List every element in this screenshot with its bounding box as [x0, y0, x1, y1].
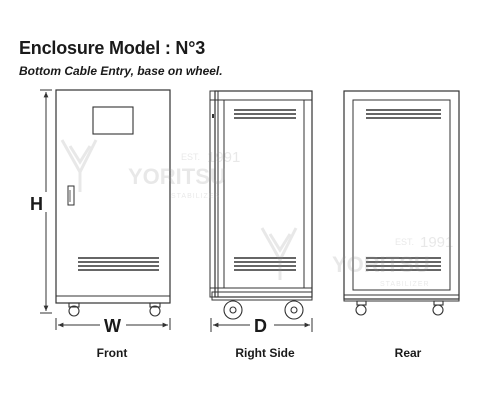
height-label: H — [30, 194, 43, 214]
rear-wheel-left — [355, 300, 367, 316]
rear-vent-grille-top — [366, 109, 441, 119]
side-vent-grille-bottom — [234, 257, 296, 271]
page-subtitle: Bottom Cable Entry, base on wheel. — [19, 64, 223, 78]
svg-text:EST.: EST. — [395, 237, 414, 247]
width-dimension — [55, 318, 171, 330]
rear-panel — [352, 99, 451, 291]
side-base — [211, 291, 313, 301]
rear-view-label: Rear — [395, 346, 422, 360]
front-view — [55, 89, 171, 317]
svg-text:STABILIZER: STABILIZER — [380, 281, 430, 288]
front-door-handle — [67, 185, 75, 206]
right-side-view — [209, 90, 313, 320]
depth-label: D — [254, 316, 267, 336]
front-cabinet-body — [55, 89, 171, 304]
rear-wheel-right — [432, 300, 444, 316]
right-side-view-label: Right Side — [235, 346, 295, 360]
height-dimension — [40, 89, 52, 314]
front-wheel-right — [149, 302, 161, 317]
front-vent-grille — [78, 257, 159, 271]
side-wheel-left — [223, 300, 243, 320]
watermark-brand: YORITSU — [128, 164, 226, 189]
rear-view — [343, 90, 460, 316]
front-display-window — [92, 106, 134, 135]
front-view-label: Front — [97, 346, 128, 360]
page-title: Enclosure Model : N°3 — [19, 38, 206, 58]
rear-vent-grille-bottom — [366, 257, 441, 271]
front-wheel-left — [68, 302, 80, 317]
watermark-logo-2: EST. 1991 YORITSU STABILIZER — [260, 227, 453, 288]
width-label: W — [104, 316, 121, 336]
watermark-logo-1: EST. 1991 YORITSU STABILIZER — [60, 139, 240, 200]
rear-base — [343, 294, 460, 302]
watermark-tag: STABILIZER — [171, 193, 221, 200]
side-vent-grille-top — [234, 109, 296, 119]
side-door-edge — [209, 90, 219, 298]
rear-frame — [343, 90, 460, 300]
svg-text:1991: 1991 — [420, 234, 453, 251]
front-base — [55, 295, 171, 304]
side-wheel-right — [284, 300, 304, 320]
side-panel — [223, 99, 305, 289]
watermark-est: EST. — [181, 152, 200, 162]
watermark-year: 1991 — [207, 149, 240, 166]
svg-text:YORITSU: YORITSU — [332, 252, 430, 277]
depth-dimension — [210, 318, 313, 332]
side-frame — [214, 90, 313, 298]
